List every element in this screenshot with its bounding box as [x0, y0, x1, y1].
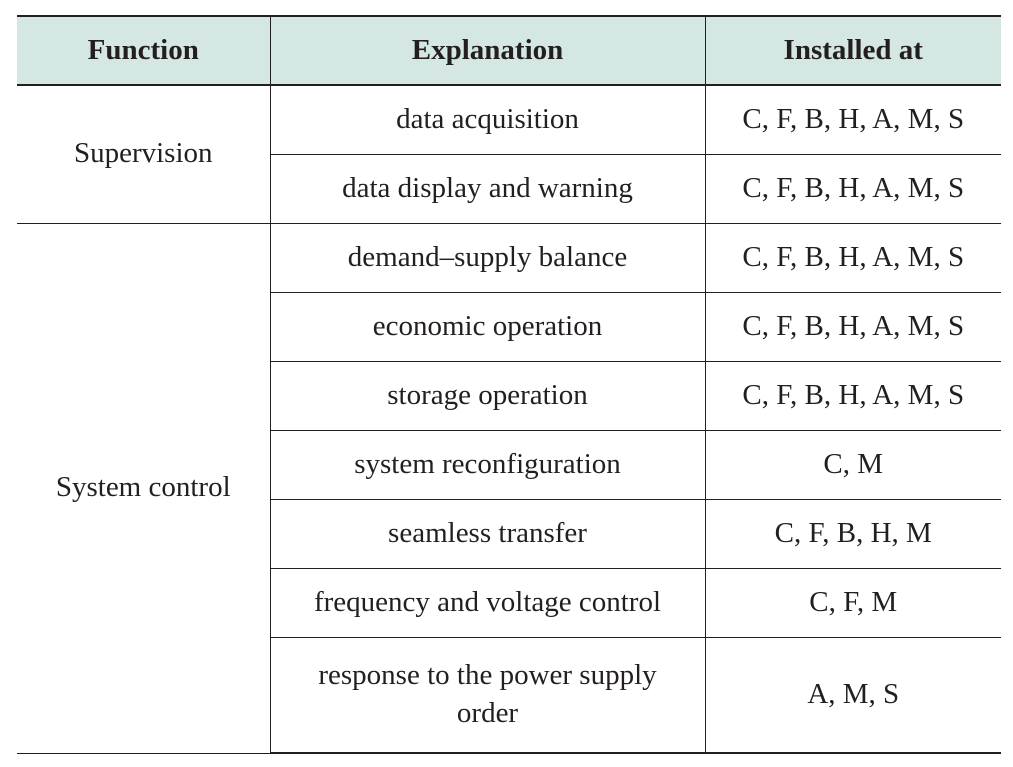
table-row: frequency and voltage control C, F, M	[17, 568, 1001, 638]
explanation-cell: economic operation	[270, 292, 706, 362]
installed-at-cell: C, F, M	[705, 568, 1001, 638]
installed-at-cell: C, F, B, H, A, M, S	[705, 292, 1001, 362]
explanation-cell: seamless transfer	[270, 499, 706, 569]
header-explanation: Explanation	[270, 15, 706, 86]
installed-at-cell: C, F, B, H, M	[705, 499, 1001, 569]
table-row: economic operation C, F, B, H, A, M, S	[17, 292, 1001, 362]
explanation-cell: data acquisition	[270, 85, 706, 155]
table-row: response to the power supply order A, M,…	[17, 637, 1001, 754]
explanation-cell: demand–supply balance	[270, 223, 706, 293]
installed-at-cell: C, F, B, H, A, M, S	[705, 154, 1001, 224]
table-row: data display and warning C, F, B, H, A, …	[17, 154, 1001, 224]
explanation-cell: frequency and voltage control	[270, 568, 706, 638]
installed-at-cell: C, F, B, H, A, M, S	[705, 85, 1001, 155]
table-row: System control demand–supply balance C, …	[17, 223, 1001, 754]
explanation-cell: system reconfiguration	[270, 430, 706, 500]
table-row: seamless transfer C, F, B, H, M	[17, 499, 1001, 569]
function-cell-system-control: System control	[17, 223, 271, 754]
explanation-cell: storage operation	[270, 361, 706, 431]
explanation-cell: response to the power supply order	[270, 637, 706, 754]
table-row: storage operation C, F, B, H, A, M, S	[17, 361, 1001, 431]
function-table: Function Explanation Installed at Superv…	[17, 15, 1001, 754]
table-row: Supervision data acquisition C, F, B, H,…	[17, 85, 1001, 224]
header-installed-at: Installed at	[705, 15, 1001, 86]
header-function: Function	[17, 15, 271, 86]
table-row: system reconfiguration C, M	[17, 430, 1001, 500]
installed-at-cell: C, M	[705, 430, 1001, 500]
explanation-cell: data display and warning	[270, 154, 706, 224]
header-row: Function Explanation Installed at	[17, 15, 1001, 86]
installed-at-cell: A, M, S	[705, 637, 1001, 754]
installed-at-cell: C, F, B, H, A, M, S	[705, 223, 1001, 293]
installed-at-cell: C, F, B, H, A, M, S	[705, 361, 1001, 431]
function-cell-supervision: Supervision	[17, 85, 271, 224]
